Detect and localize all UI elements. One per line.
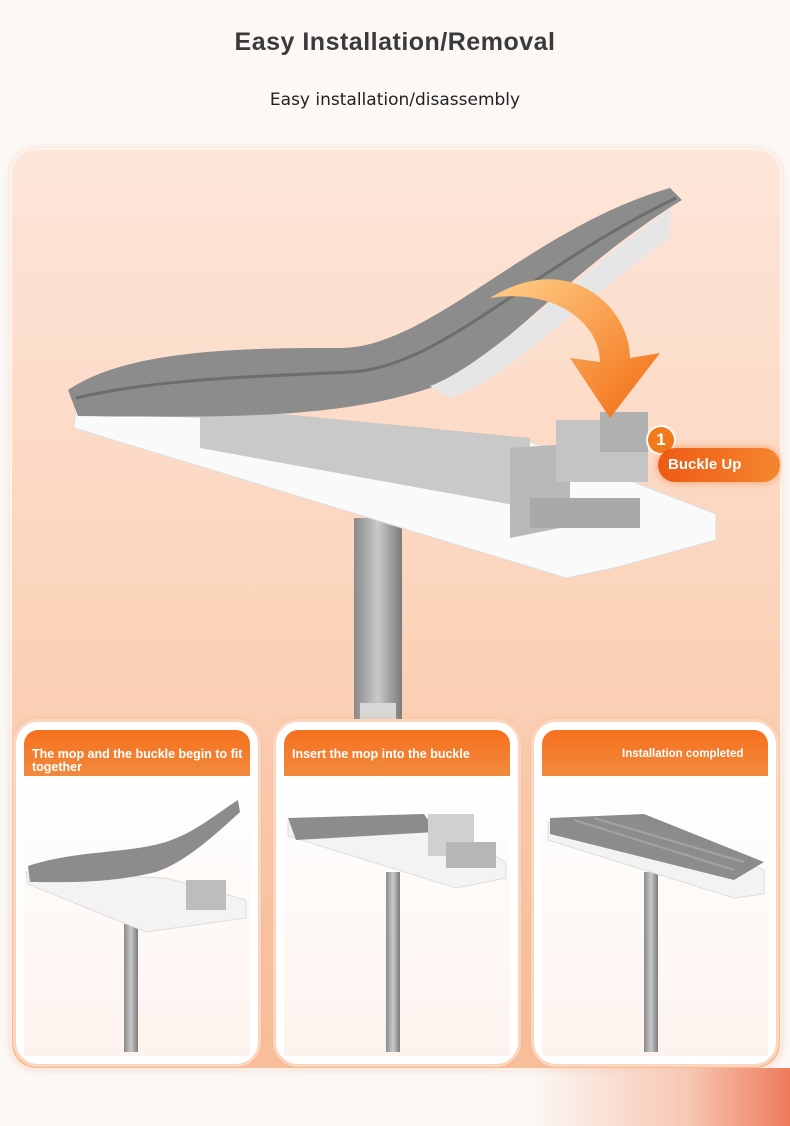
mop-pole [354,518,402,728]
step-card-label: Insert the mop into the buckle [284,730,510,776]
buckle-clip [510,412,648,538]
page-subtitle: Easy installation/disassembly [269,90,521,110]
step-card-label: Installation completed [542,730,768,776]
step-2-illustration [287,814,507,1052]
page-title: Easy Installation/Removal [234,28,556,56]
step-card-2: Insert the mop into the buckle [276,722,518,1064]
step-card-1: The mop and the buckle begin to fit toge… [16,722,258,1064]
step-3-illustration [547,814,765,1052]
step-card-3: Installation completed [534,722,776,1064]
buckle-up-callout: Buckle Up [658,448,780,482]
mop-installation-illustration [68,188,717,733]
step-1-illustration [25,800,247,1052]
mop-pad [68,188,682,417]
step-card-label: The mop and the buckle begin to fit toge… [24,730,250,776]
decorative-corner [530,1068,790,1126]
arrow-icon [490,279,660,418]
